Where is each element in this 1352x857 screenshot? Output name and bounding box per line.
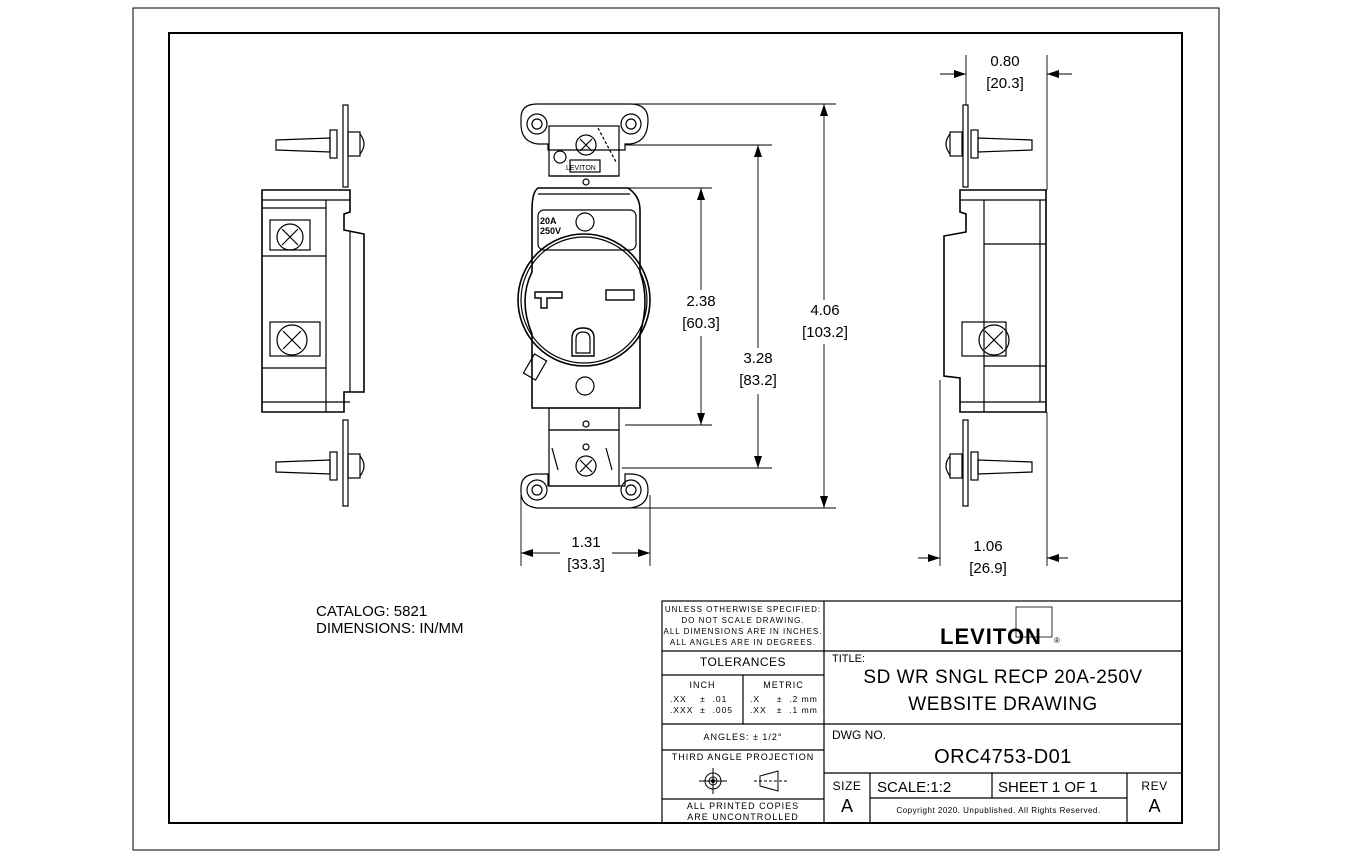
rating-volts-text: 250V (540, 226, 561, 236)
size-label: SIZE (832, 779, 862, 793)
rev-label: REV (1141, 779, 1168, 793)
dim-overall-height-mm: [103.2] (802, 324, 848, 341)
disclaimer-line-1: UNLESS OTHERWISE SPECIFIED: (664, 605, 822, 614)
brand-logo: LEVITON (940, 624, 1042, 649)
catalog-note: CATALOG: 5821 (316, 603, 428, 620)
metric-tolerance-2place: .XX ± .1 mm (750, 705, 818, 715)
receptacle-right-side-view (943, 104, 1047, 507)
projection-label: THIRD ANGLE PROJECTION (671, 752, 815, 762)
dwg-no-label: DWG NO. (832, 728, 886, 742)
copyright-text: Copyright 2020. Unpublished. All Rights … (896, 806, 1101, 815)
dim-overall-height-inch: 4.06 (810, 302, 840, 319)
disclaimer-line-4: ALL ANGLES ARE IN DEGREES. (669, 638, 817, 647)
size-value: A (840, 796, 853, 816)
dim-strap-mid-inch: 3.28 (743, 350, 773, 367)
dim-width-mm: [33.3] (567, 556, 605, 573)
dim-depth-top-inch: 0.80 (990, 53, 1020, 70)
receptacle-front-view (517, 103, 651, 509)
rating-amps-text: 20A (540, 216, 557, 226)
dim-face-height-mm: [60.3] (682, 315, 720, 332)
units-note: DIMENSIONS: IN/MM (316, 620, 464, 637)
metric-heading: METRIC (763, 680, 804, 690)
angles-tolerance: ANGLES: ± 1/2° (703, 732, 783, 742)
third-angle-projection-symbol (699, 768, 788, 794)
drawing-title-line-2: WEBSITE DRAWING (908, 694, 1098, 715)
disclaimer-line-2: DO NOT SCALE DRAWING. (681, 616, 805, 625)
title-label: TITLE: (832, 653, 866, 665)
printed-copies-line-1: ALL PRINTED COPIES (686, 801, 800, 811)
rev-value: A (1148, 796, 1161, 816)
dim-strap-mid-mm: [83.2] (739, 372, 777, 389)
sheet-text: SHEET 1 OF 1 (998, 779, 1098, 796)
dim-face-height-inch: 2.38 (686, 293, 716, 310)
strap-brand-text: LEVITON (566, 165, 596, 172)
title-block-grid (661, 600, 1183, 824)
drawing-number: ORC4753-D01 (934, 746, 1072, 768)
dim-depth-bottom-inch: 1.06 (973, 538, 1003, 555)
registered-mark-icon: ® (1054, 636, 1060, 645)
drawing-title-line-1: SD WR SNGL RECP 20A-250V (863, 667, 1143, 688)
inch-tolerance-3place: .XXX ± .005 (670, 705, 734, 715)
metric-tolerance-1place: .X ± .2 mm (750, 694, 818, 704)
dimension-arrowheads (521, 70, 1059, 562)
printed-copies-line-2: ARE UNCONTROLLED (687, 812, 799, 822)
outer-border (132, 7, 1220, 851)
dim-width-inch: 1.31 (571, 534, 601, 551)
inch-heading: INCH (689, 680, 716, 690)
dim-depth-bottom-mm: [26.9] (969, 560, 1007, 577)
tolerances-heading: TOLERANCES (699, 655, 787, 669)
scale-text: SCALE:1:2 (877, 779, 952, 796)
inch-tolerance-2place: .XX ± .01 (670, 694, 728, 704)
dim-depth-top-mm: [20.3] (986, 75, 1024, 92)
disclaimer-line-3: ALL DIMENSIONS ARE IN INCHES. (663, 627, 823, 636)
receptacle-left-side-view (261, 104, 365, 507)
